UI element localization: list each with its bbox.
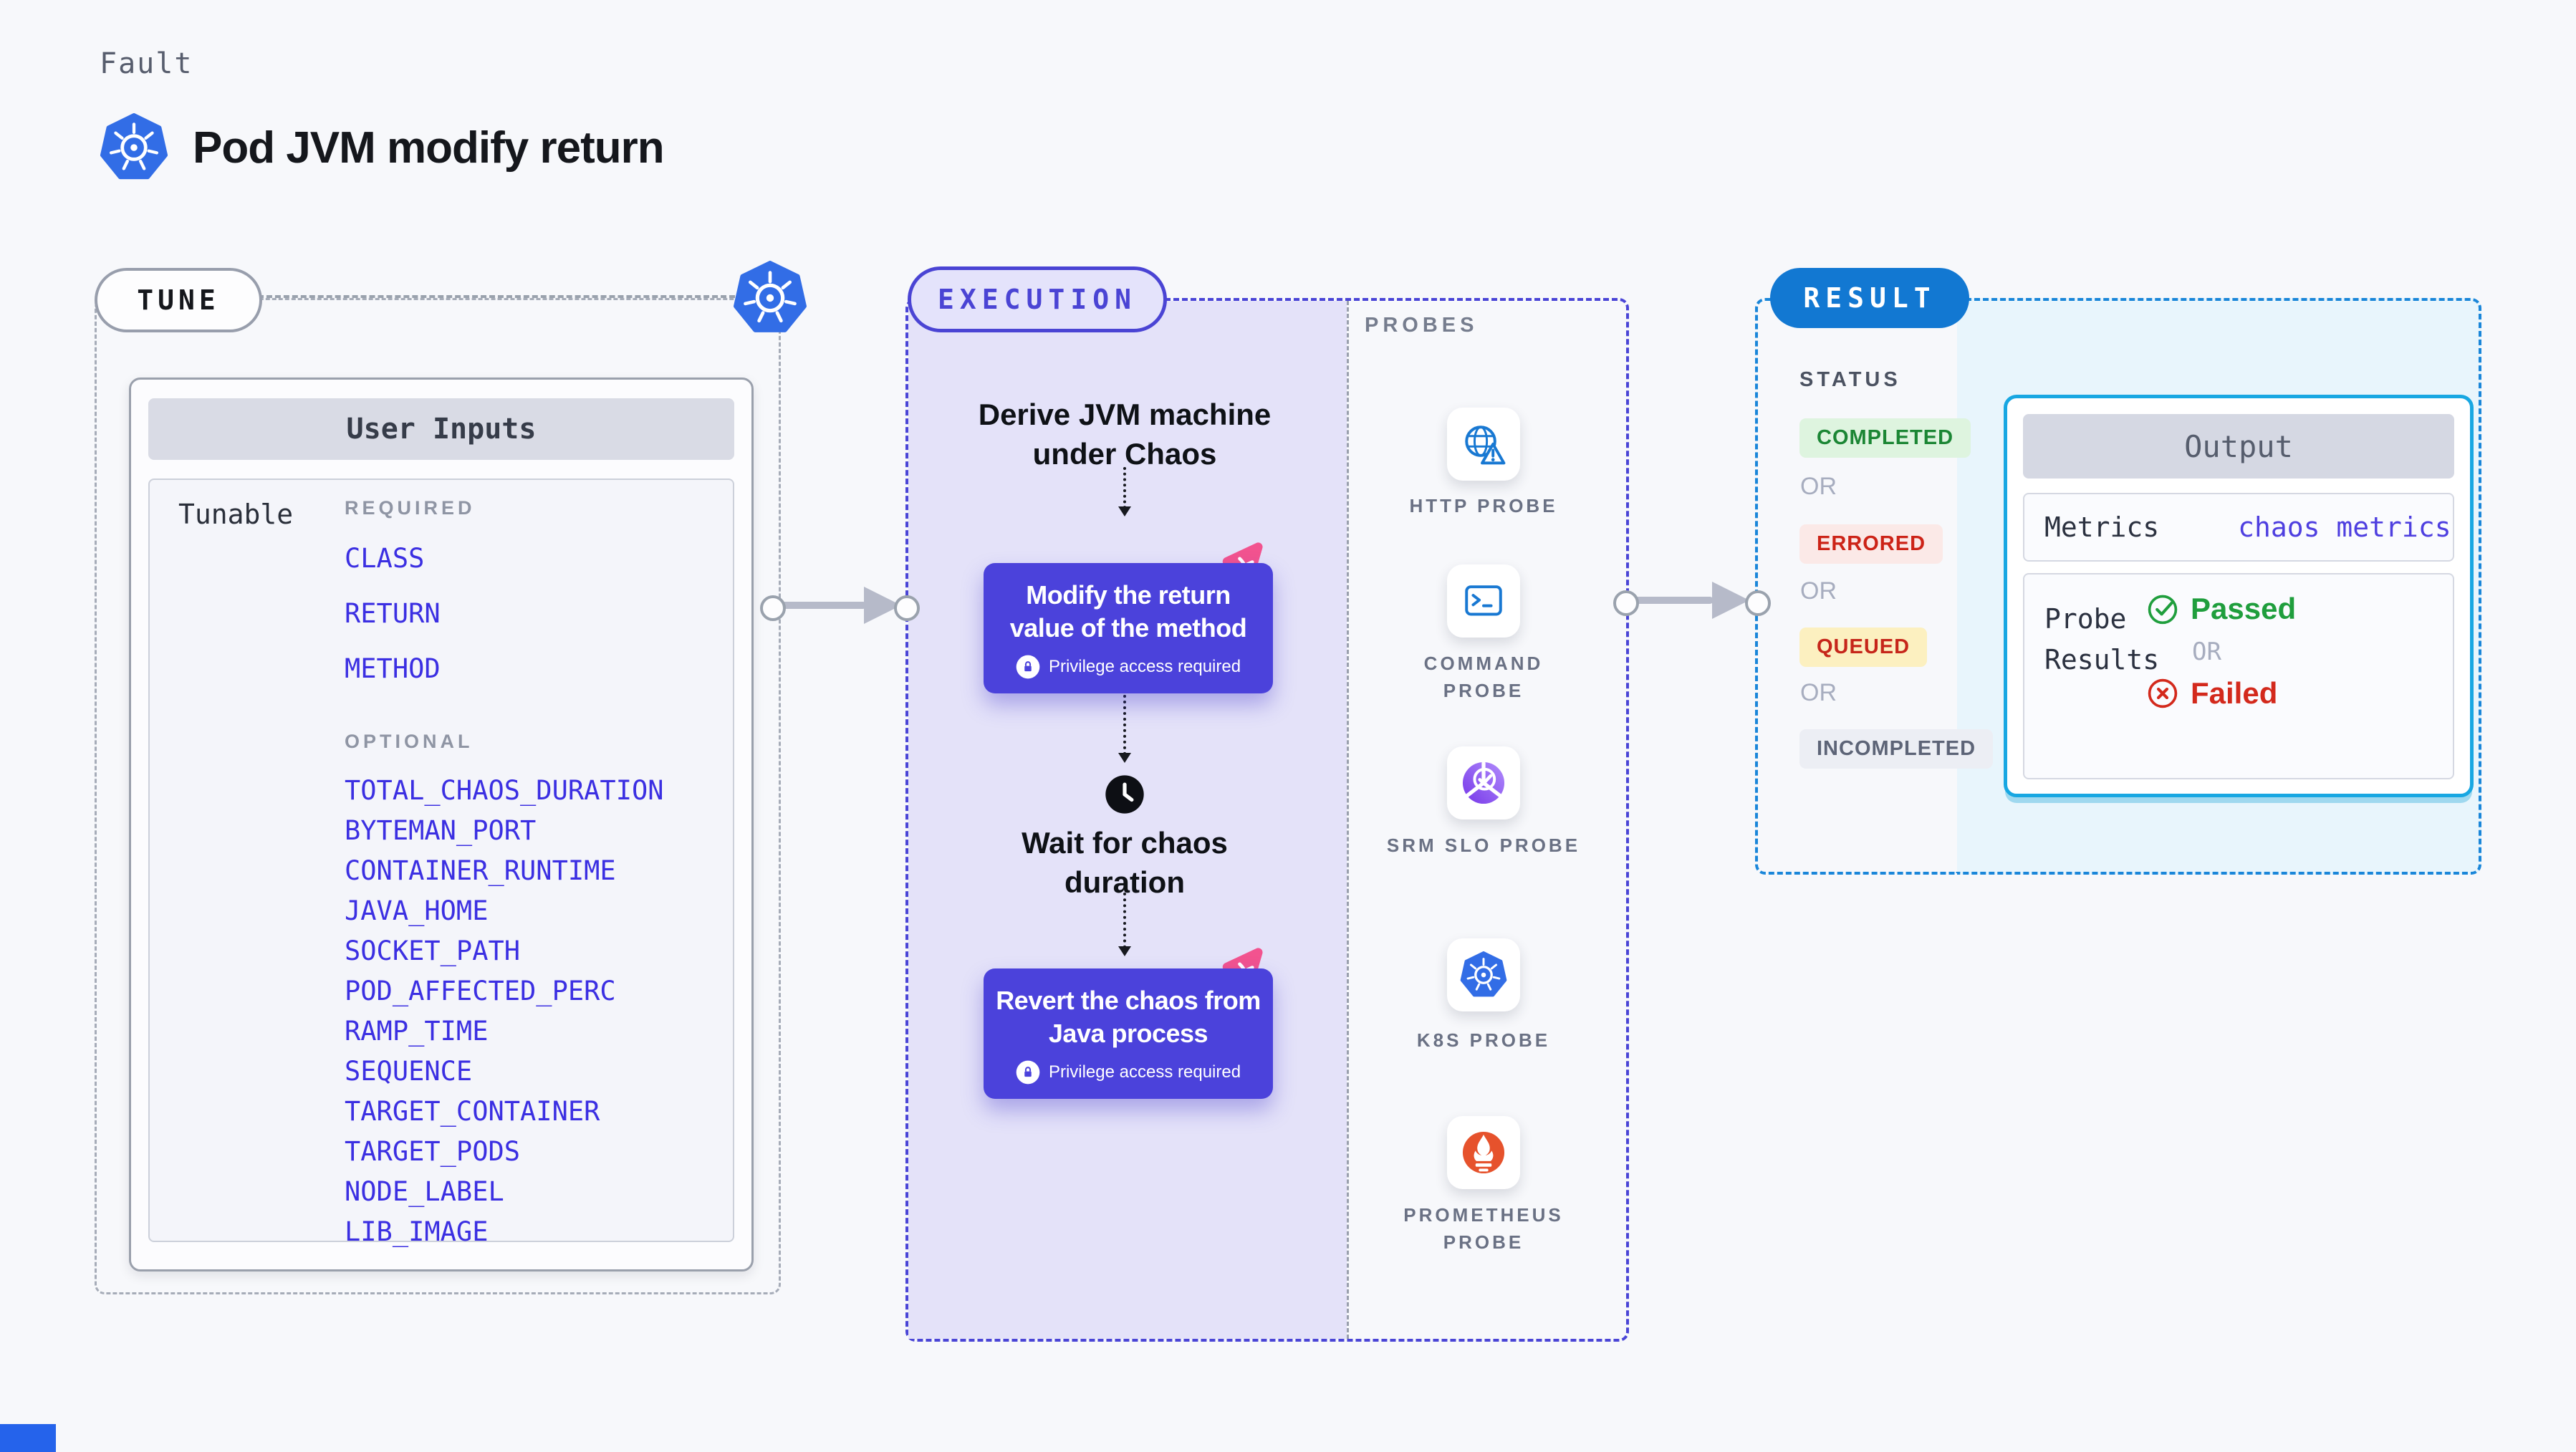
connector-dot xyxy=(1745,590,1771,616)
required-label: REQUIRED xyxy=(345,497,476,519)
tune-to-execution-arrow xyxy=(775,602,867,609)
param-lib-image[interactable]: LIB_IMAGE xyxy=(345,1216,489,1247)
status-badge-incompleted: INCOMPLETED xyxy=(1799,729,1994,769)
param-sequence[interactable]: SEQUENCE xyxy=(345,1056,473,1087)
revert-chaos-step-card: Revert the chaos from Java process Privi… xyxy=(984,968,1273,1100)
passed-label: Passed xyxy=(2191,592,2297,625)
user-inputs-card: User Inputs Tunable REQUIRED CLASS RETUR… xyxy=(129,378,754,1271)
arrow-head-icon xyxy=(1712,582,1749,619)
param-container-runtime[interactable]: CONTAINER_RUNTIME xyxy=(345,855,616,886)
privilege-label: Privilege access required xyxy=(1048,657,1241,677)
execution-probes-divider xyxy=(1347,301,1349,1339)
lock-icon xyxy=(1016,655,1040,679)
execution-badge: EXECUTION xyxy=(908,266,1167,332)
or-separator: OR xyxy=(1800,473,1837,500)
page-header: Pod JVM modify return xyxy=(100,113,665,182)
tune-badge: TUNE xyxy=(95,268,262,332)
k8s-probe-icon xyxy=(1460,951,1507,997)
status-badge-queued: QUEUED xyxy=(1799,628,1928,667)
k8s-probe-card[interactable] xyxy=(1447,938,1520,1011)
command-probe-card[interactable] xyxy=(1447,564,1520,638)
privilege-row: Privilege access required xyxy=(1016,1060,1241,1085)
http-probe-card[interactable] xyxy=(1447,408,1520,481)
connector-dot xyxy=(1613,590,1639,616)
execution-to-result-arrow xyxy=(1630,597,1714,604)
or-separator: OR xyxy=(1800,577,1837,605)
param-socket-path[interactable]: SOCKET_PATH xyxy=(345,936,521,966)
probe-results-values: Passed OR Failed xyxy=(2146,592,2296,711)
probe-label: COMMAND PROBE xyxy=(1423,653,1544,701)
probe-label: SRM SLO PROBE xyxy=(1386,835,1581,856)
connector-dot xyxy=(894,595,920,621)
status-label: STATUS xyxy=(1799,368,1901,391)
modify-return-step-card: Modify the return value of the method Pr… xyxy=(984,563,1273,694)
prometheus-probe-icon xyxy=(1462,1131,1505,1174)
param-method[interactable]: METHOD xyxy=(345,653,441,684)
kubernetes-icon xyxy=(734,261,807,332)
output-card: Output Metrics chaos metrics Probe Resul… xyxy=(2004,395,2474,797)
param-pod-affected-perc[interactable]: POD_AFFECTED_PERC xyxy=(345,976,616,1006)
failed-row: Failed xyxy=(2146,676,2296,711)
derive-jvm-step: Derive JVM machine under Chaos xyxy=(978,398,1272,471)
step-title: Revert the chaos from Java process xyxy=(996,986,1261,1049)
clock-icon xyxy=(1105,775,1144,814)
param-target-container[interactable]: TARGET_CONTAINER xyxy=(345,1096,600,1127)
kubernetes-icon xyxy=(100,113,168,180)
srm-slo-probe-icon xyxy=(1462,761,1505,804)
prometheus-probe-card[interactable] xyxy=(1447,1116,1520,1189)
lock-icon xyxy=(1016,1060,1040,1085)
metrics-row: Metrics chaos metrics xyxy=(2023,493,2454,562)
status-badge-completed: COMPLETED xyxy=(1799,418,1971,458)
probe-label: HTTP PROBE xyxy=(1409,495,1558,516)
probe-results-label: Probe Results xyxy=(2044,603,2160,675)
tune-connector-line xyxy=(258,295,735,298)
param-java-home[interactable]: JAVA_HOME xyxy=(345,895,489,926)
status-badge-errored: ERRORED xyxy=(1799,524,1943,564)
param-total-chaos-duration[interactable]: TOTAL_CHAOS_DURATION xyxy=(345,775,664,806)
wait-duration-step: Wait for chaos duration xyxy=(1022,826,1228,899)
corner-accent xyxy=(0,1424,56,1452)
metrics-label: Metrics xyxy=(2044,511,2160,543)
result-badge: RESULT xyxy=(1770,268,1969,328)
connector-dot xyxy=(760,595,786,621)
x-circle-icon xyxy=(2148,678,2178,708)
tunable-label: Tunable xyxy=(178,499,294,530)
probe-results-row: Probe Results Passed OR Failed xyxy=(2023,573,2454,779)
tune-section xyxy=(95,298,781,1294)
execution-flow-pane xyxy=(908,301,1347,1339)
or-separator: OR xyxy=(2192,638,2221,666)
probes-label: PROBES xyxy=(1365,314,1479,337)
execution-section xyxy=(905,298,1629,1342)
param-ramp-time[interactable]: RAMP_TIME xyxy=(345,1016,489,1047)
flow-arrow-down xyxy=(1118,893,1131,956)
param-class[interactable]: CLASS xyxy=(345,543,425,574)
command-probe-icon xyxy=(1465,585,1502,616)
privilege-label: Privilege access required xyxy=(1048,1062,1241,1082)
fault-eyebrow: Fault xyxy=(100,47,193,80)
failed-label: Failed xyxy=(2191,676,2278,710)
check-circle-icon xyxy=(2148,595,2178,625)
parameter-column: REQUIRED CLASS RETURN METHOD OPTIONAL TO… xyxy=(345,497,721,1259)
user-inputs-list: Tunable REQUIRED CLASS RETURN METHOD OPT… xyxy=(148,479,734,1245)
or-separator: OR xyxy=(1800,679,1837,706)
flow-arrow-down xyxy=(1118,689,1131,763)
page-title: Pod JVM modify return xyxy=(193,122,665,173)
srm-slo-probe-card[interactable] xyxy=(1447,746,1520,819)
step-title: Modify the return value of the method xyxy=(1009,580,1247,643)
output-title: Output xyxy=(2023,414,2454,479)
flow-arrow-down xyxy=(1118,467,1131,516)
param-target-pods[interactable]: TARGET_PODS xyxy=(345,1136,521,1167)
optional-label: OPTIONAL xyxy=(345,731,474,752)
http-probe-icon xyxy=(1465,425,1506,465)
param-byteman-port[interactable]: BYTEMAN_PORT xyxy=(345,815,537,846)
user-inputs-title: User Inputs xyxy=(148,398,734,460)
probe-label: K8S PROBE xyxy=(1416,1029,1551,1051)
chaos-metrics-link[interactable]: chaos metrics xyxy=(2238,511,2451,543)
param-return[interactable]: RETURN xyxy=(345,598,441,629)
probe-label: PROMETHEUS PROBE xyxy=(1403,1204,1564,1253)
privilege-row: Privilege access required xyxy=(1016,655,1241,679)
passed-row: Passed xyxy=(2146,592,2296,626)
param-node-label[interactable]: NODE_LABEL xyxy=(345,1176,504,1207)
